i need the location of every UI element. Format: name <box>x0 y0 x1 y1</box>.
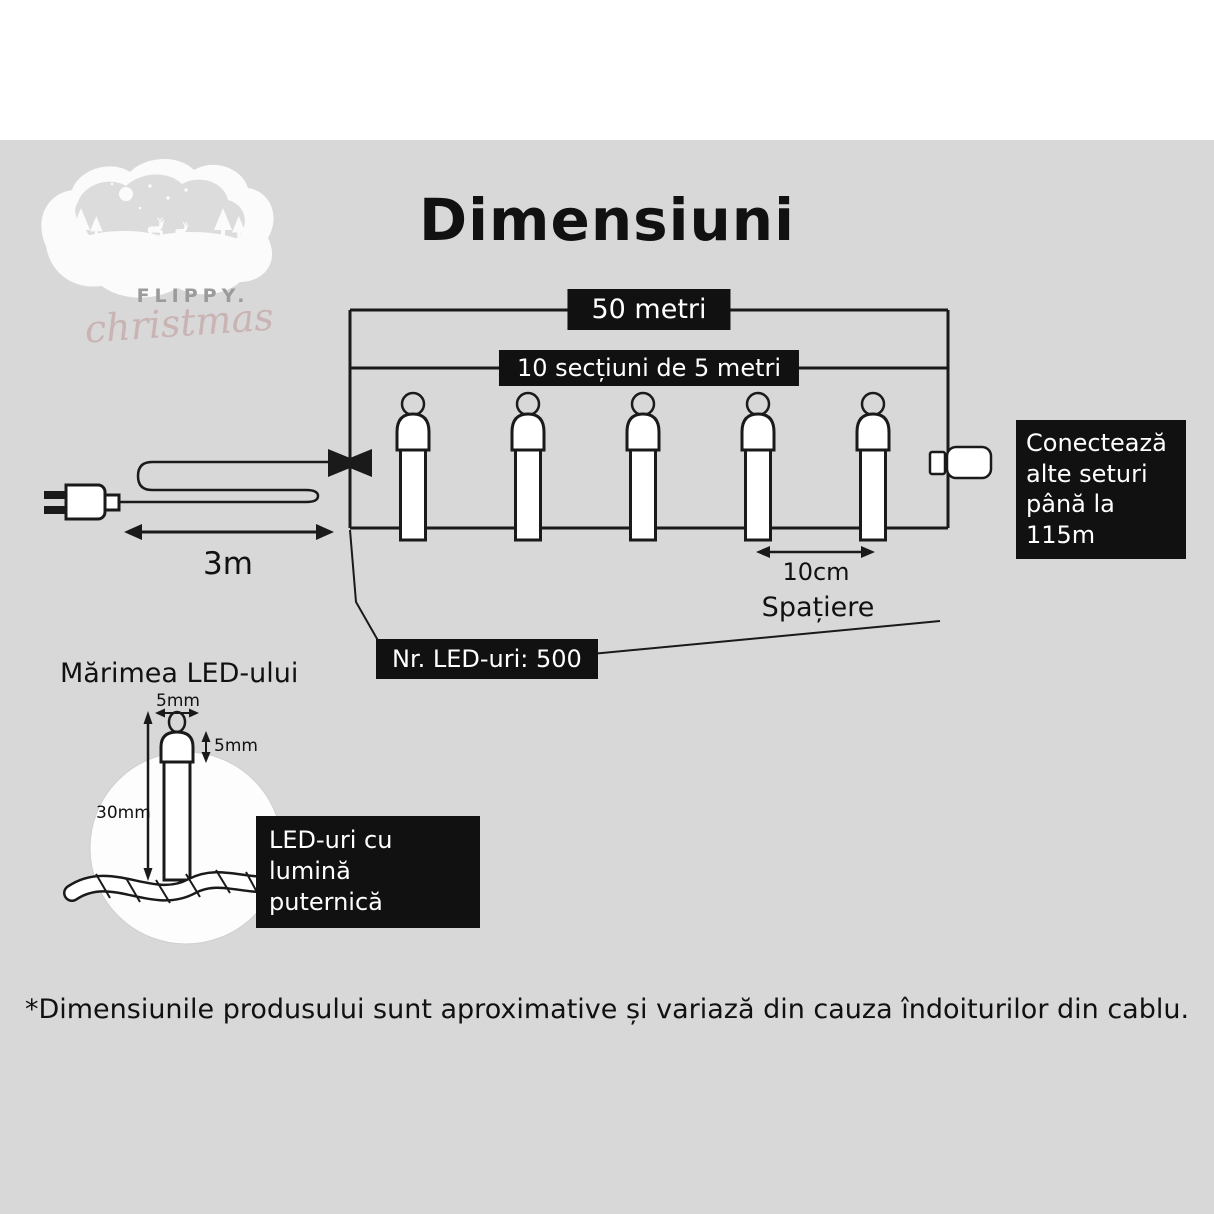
sections-label: 10 secțiuni de 5 metri <box>498 350 800 386</box>
spacing-value-label: 10cm <box>782 558 850 586</box>
led-count-label: Nr. LED-uri: 500 <box>376 639 598 679</box>
moon-icon <box>119 187 133 201</box>
disclaimer-footnote: *Dimensiunile produsului sunt aproximati… <box>24 994 1190 1025</box>
tree-icon <box>72 208 246 237</box>
led-bulb <box>510 391 546 542</box>
power-plug-icon <box>44 483 121 521</box>
spacing-caption-label: Spațiere <box>761 592 875 623</box>
lead-length-label: 3m <box>203 546 253 582</box>
led-bulb <box>740 391 776 542</box>
brand-logo: FLIPPY. christmas <box>41 158 275 350</box>
led-detail-view <box>63 708 305 945</box>
led-bulb <box>625 391 661 542</box>
led-size-heading: Mărimea LED-ului <box>60 658 299 689</box>
led-bulb <box>855 391 891 542</box>
extension-connector-icon <box>928 445 993 480</box>
deer-icon <box>147 217 189 238</box>
lead-length-arrow <box>124 524 334 540</box>
brand-script-text: christmas <box>83 294 275 350</box>
bulb-height-label: 30mm <box>96 803 151 823</box>
stars-icon <box>110 182 188 210</box>
bulb-cap-label: 5mm <box>214 736 258 756</box>
page-title: Dimensiuni <box>419 186 795 254</box>
bulb-cap-arrow <box>201 731 211 763</box>
led-count-leader-lines <box>349 529 941 658</box>
connect-info-label: Conectează alte seturi până la 115m <box>1016 420 1186 559</box>
brand-name-text: FLIPPY. <box>137 285 250 307</box>
lead-cable <box>119 460 330 504</box>
house-icon <box>52 232 74 253</box>
total-length-label: 50 metri <box>567 289 731 330</box>
bulb-height-arrow <box>143 711 153 881</box>
led-bulb <box>395 391 431 542</box>
spacing-arrow <box>756 546 875 558</box>
bulb-width-label: 5mm <box>156 691 200 711</box>
brightness-note-label: LED-uri cu lumină puternică <box>256 816 480 928</box>
bulb-width-arrow <box>155 708 199 718</box>
inline-connector-icon <box>328 449 372 477</box>
